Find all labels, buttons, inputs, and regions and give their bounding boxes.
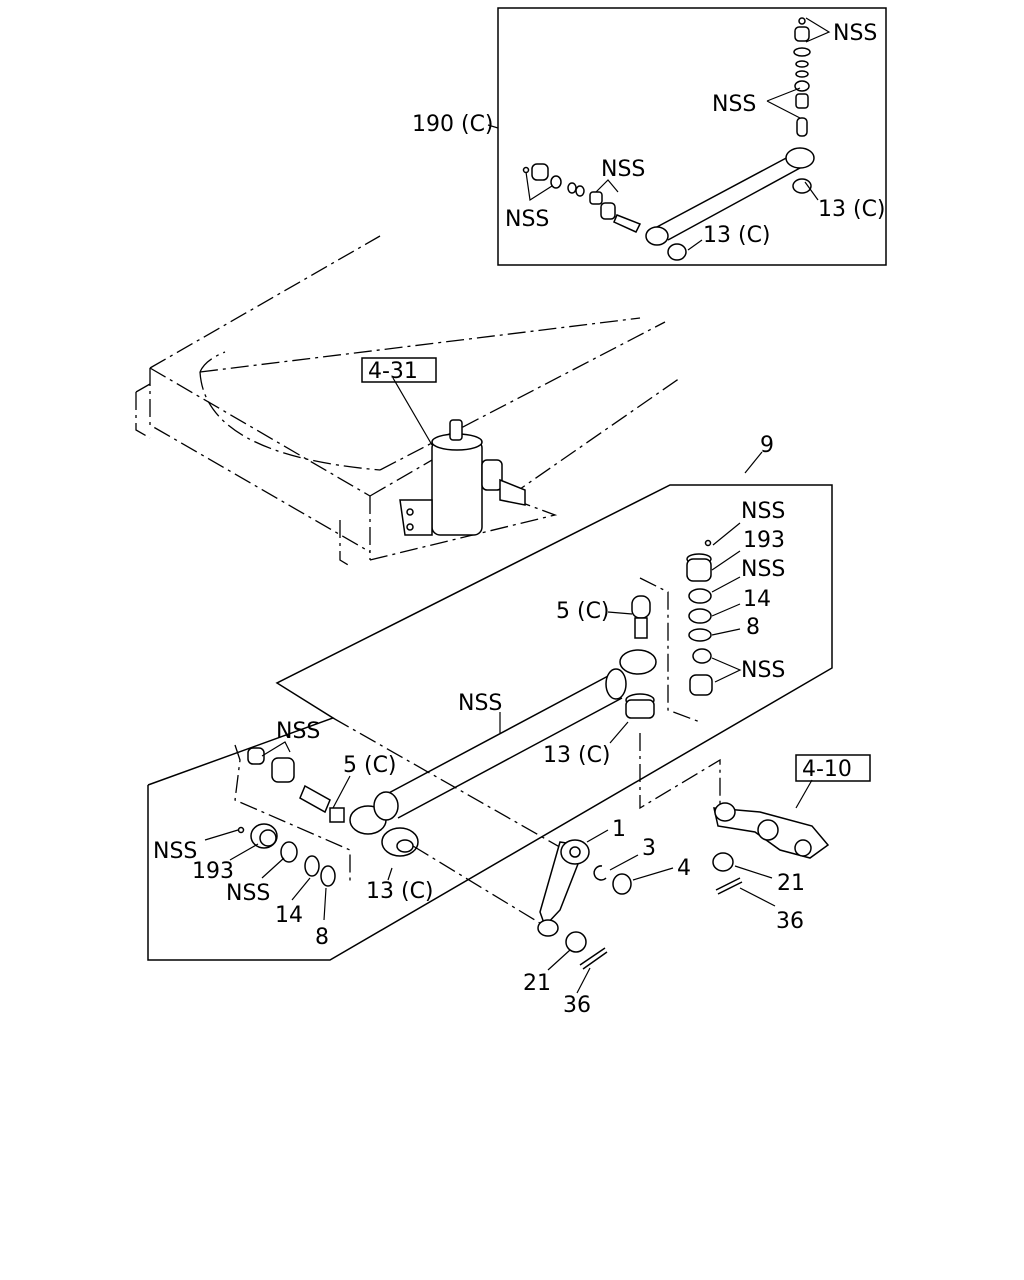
steering-gearbox: 4-31 <box>361 357 526 536</box>
left-end-nss-1: NSS <box>153 839 197 864</box>
pitman-label-21: 21 <box>777 871 805 896</box>
right-end-nss-2: NSS <box>741 557 785 582</box>
tube-label: NSS <box>458 691 502 716</box>
inset-nss-top: NSS <box>833 21 877 46</box>
right-end-8: 8 <box>746 615 760 640</box>
inset-boot-left <box>667 243 687 261</box>
cotter-pin-pitman <box>715 877 743 895</box>
left-end-upper <box>247 747 345 823</box>
inset-tube-end-right <box>785 147 815 169</box>
castle-nut-pitman <box>712 852 734 872</box>
pitman-ref-box <box>795 754 871 782</box>
arm-label-1: 1 <box>612 817 626 842</box>
castle-nut-arm <box>565 931 587 953</box>
inset-boot-label-right: 13 (C) <box>818 197 886 222</box>
right-end-subbox <box>639 577 701 723</box>
pitman-label-36: 36 <box>776 909 804 934</box>
pitman-ref-label: 4-10 <box>802 757 852 782</box>
inset-frame <box>497 7 887 266</box>
right-end-14: 14 <box>743 587 771 612</box>
inset-nss-center: NSS <box>601 157 645 182</box>
arm-label-4: 4 <box>677 856 691 881</box>
boot-right <box>625 693 655 719</box>
left-end-14: 14 <box>275 903 303 928</box>
arm-label-21: 21 <box>523 971 551 996</box>
inset-boot-right <box>792 178 812 194</box>
left-end-nss-2: NSS <box>226 881 270 906</box>
snap-ring <box>593 865 607 881</box>
right-end-193: 193 <box>743 528 785 553</box>
gearbox-ref-label: 4-31 <box>368 359 418 384</box>
tie-rod-end-right <box>619 649 657 675</box>
left-end-subbox <box>234 744 351 882</box>
assembly-label: 9 <box>760 433 774 458</box>
boot-left <box>381 827 419 857</box>
arm-label-36: 36 <box>563 993 591 1018</box>
inset-stack-horizontal <box>522 163 687 261</box>
cotter-pin-arm <box>579 947 608 970</box>
pitman-arm <box>712 802 830 895</box>
inset-nss-left: NSS <box>505 207 549 232</box>
left-end-stack <box>237 823 336 887</box>
right-end-nss-1: NSS <box>741 499 785 524</box>
inset-tube <box>654 155 801 241</box>
idler-arm <box>537 839 632 970</box>
left-end-193: 193 <box>192 859 234 884</box>
stud-right <box>631 595 651 639</box>
left-end-8: 8 <box>315 925 329 950</box>
nut <box>612 873 632 895</box>
gearbox-ref-box <box>361 357 437 383</box>
boot-left-label: 13 (C) <box>366 879 434 904</box>
left-end-nss-top: NSS <box>276 719 320 744</box>
arm-label-3: 3 <box>642 836 656 861</box>
stud-left <box>299 784 331 814</box>
stud-right-label: 5 (C) <box>556 599 610 624</box>
right-end-stack <box>686 539 713 696</box>
inset-ref-label: 190 (C) <box>412 112 494 137</box>
inset-panel: 190 (C) NSS NSS NSS NSS 13 (C) 13 (C) <box>412 7 887 266</box>
inset-boot-label-left: 13 (C) <box>703 223 771 248</box>
inset-stack-vertical <box>792 17 812 194</box>
tie-rod-tube <box>349 649 657 835</box>
right-end-nss-3: NSS <box>741 658 785 683</box>
assembly-outline <box>147 484 833 961</box>
boot-right-label: 13 (C) <box>543 743 611 768</box>
inset-tube-end-left <box>645 226 669 246</box>
stud-left-label: 5 (C) <box>343 753 397 778</box>
inset-nss-mid: NSS <box>712 92 756 117</box>
